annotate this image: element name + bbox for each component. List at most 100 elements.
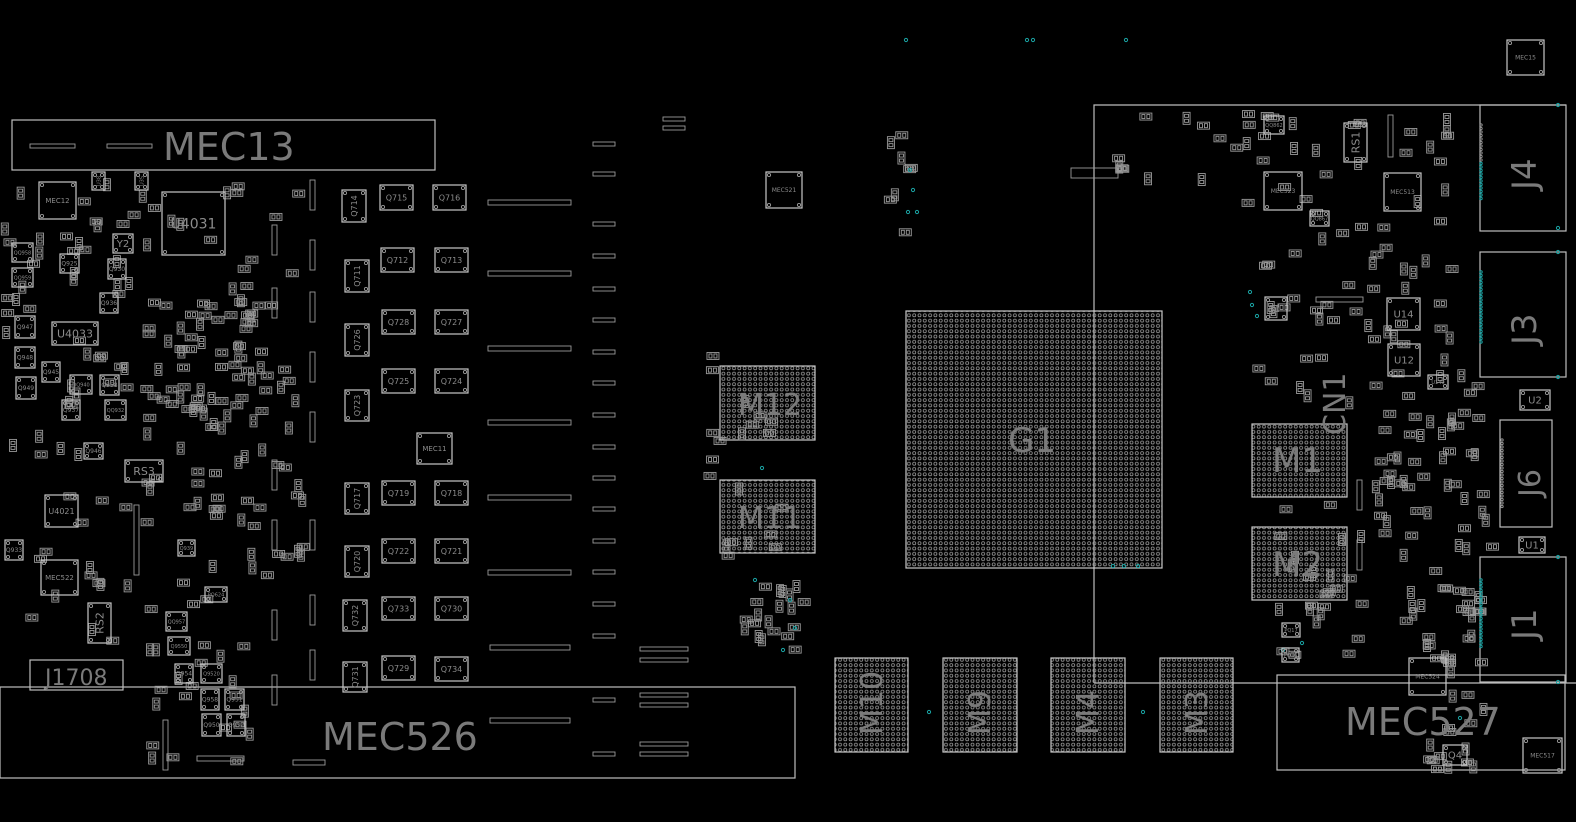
passive-part bbox=[232, 373, 246, 382]
component-rs3[interactable]: RS3 bbox=[124, 459, 164, 483]
connector-part bbox=[1315, 296, 1364, 303]
passive-part bbox=[272, 549, 286, 558]
component-mec12[interactable]: MEC12 bbox=[38, 181, 77, 220]
component-mec11[interactable]: MEC11 bbox=[416, 432, 453, 465]
component-rs2[interactable]: RS2 bbox=[87, 602, 112, 644]
component-q721[interactable]: Q721 bbox=[434, 538, 469, 564]
component-q939[interactable]: Q939 bbox=[177, 539, 196, 557]
component-y1[interactable]: Y1 bbox=[1264, 296, 1288, 321]
component-u35[interactable]: U35 bbox=[134, 171, 149, 191]
component-q730[interactable]: Q730 bbox=[434, 596, 469, 621]
component-qq957[interactable]: QQ957 bbox=[165, 611, 188, 632]
component-mec522[interactable]: MEC522 bbox=[40, 559, 79, 596]
j6-outline bbox=[1499, 419, 1553, 528]
component-q946[interactable]: Q946 bbox=[83, 442, 104, 460]
component-qq932[interactable]: QQ932 bbox=[104, 399, 127, 421]
component-q711[interactable]: Q711 bbox=[344, 259, 370, 293]
component-q930[interactable]: Q930 bbox=[107, 258, 127, 280]
m9-chip[interactable] bbox=[942, 657, 1018, 753]
component-u14[interactable]: U14 bbox=[1386, 297, 1421, 331]
m2-chip[interactable] bbox=[1251, 526, 1348, 601]
component-q715[interactable]: Q715 bbox=[379, 184, 414, 211]
component-q925[interactable]: Q925 bbox=[59, 253, 80, 274]
component-q936[interactable]: Q936 bbox=[99, 292, 119, 314]
component-q958[interactable]: Q958 bbox=[200, 688, 220, 711]
component-q958[interactable]: Q958 bbox=[99, 374, 120, 396]
component-q732[interactable]: Q732 bbox=[342, 599, 368, 632]
component-y2[interactable]: Y2 bbox=[112, 233, 134, 254]
component-q719[interactable]: Q719 bbox=[381, 480, 416, 506]
component-q948[interactable]: Q948 bbox=[14, 346, 36, 369]
component-u4031[interactable]: U4031 bbox=[161, 191, 226, 256]
component-qq940[interactable]: QQ940 bbox=[69, 374, 93, 395]
m12-chip[interactable] bbox=[719, 365, 816, 441]
component-q726[interactable]: Q726 bbox=[344, 323, 370, 357]
g1-chip[interactable] bbox=[905, 310, 1163, 569]
component-q4[interactable]: Q4 bbox=[1442, 744, 1468, 766]
component-mec524[interactable]: MEC524 bbox=[1408, 657, 1447, 696]
component-mec523[interactable]: MEC523 bbox=[1263, 171, 1303, 211]
component-qq867[interactable]: QQ867 bbox=[1309, 210, 1330, 227]
component-qq862[interactable]: QQ862 bbox=[1263, 115, 1285, 135]
m10-chip[interactable] bbox=[834, 657, 909, 753]
component-q718[interactable]: Q718 bbox=[434, 480, 469, 506]
passive-part bbox=[895, 131, 909, 140]
component-q949[interactable]: Q949 bbox=[15, 376, 37, 400]
component-u4021[interactable]: U4021 bbox=[44, 494, 79, 528]
component-u2[interactable]: U2 bbox=[1519, 389, 1551, 411]
component-u38[interactable]: U38 bbox=[91, 171, 106, 191]
component-q731[interactable]: Q731 bbox=[342, 661, 368, 693]
component-q723[interactable]: Q723 bbox=[344, 389, 370, 422]
component-u4033[interactable]: U4033 bbox=[51, 321, 99, 346]
component-u1[interactable]: U1 bbox=[1518, 536, 1546, 554]
component-q945[interactable]: Q945 bbox=[41, 361, 61, 383]
component-u12[interactable]: U12 bbox=[1387, 343, 1421, 377]
component-mec15[interactable]: MEC15 bbox=[1506, 39, 1545, 76]
passive-part bbox=[1275, 602, 1283, 616]
component-u140[interactable]: U140 bbox=[1427, 374, 1449, 390]
component-q716[interactable]: Q716 bbox=[432, 184, 467, 211]
component-q722[interactable]: Q722 bbox=[381, 538, 416, 564]
component-q712[interactable]: Q712 bbox=[380, 247, 415, 273]
component-label: QQ867 bbox=[1311, 216, 1328, 222]
component-pq16[interactable]: PQ16 bbox=[1281, 647, 1300, 663]
component-q950[interactable]: Q950 bbox=[201, 713, 222, 737]
component-q947[interactable]: Q947 bbox=[14, 315, 36, 339]
component-q733[interactable]: Q733 bbox=[381, 596, 416, 621]
component-q724[interactable]: Q724 bbox=[434, 368, 469, 394]
component-mec521[interactable]: MEC521 bbox=[765, 171, 803, 209]
component-q9550[interactable]: Q9550 bbox=[167, 636, 191, 656]
m3-chip[interactable] bbox=[1159, 657, 1234, 753]
component-mec513[interactable]: MEC513 bbox=[1383, 172, 1422, 212]
component-q728[interactable]: Q728 bbox=[381, 309, 416, 335]
component-q714[interactable]: Q714 bbox=[341, 189, 367, 223]
component-q954[interactable]: Q954 bbox=[174, 663, 194, 684]
component-qq959[interactable]: QQ959 bbox=[11, 267, 34, 288]
component-q9520[interactable]: Q9520 bbox=[200, 663, 223, 684]
component-q937[interactable]: Q937 bbox=[61, 399, 81, 421]
component-q734[interactable]: Q734 bbox=[434, 656, 469, 682]
component-q952[interactable]: Q952 bbox=[226, 713, 246, 737]
component-q729[interactable]: Q729 bbox=[381, 655, 416, 681]
component-q727[interactable]: Q727 bbox=[434, 309, 469, 335]
component-mec517[interactable]: MEC517 bbox=[1522, 737, 1563, 774]
component-rs1[interactable]: RS1 bbox=[1343, 122, 1368, 163]
component-label: Q723 bbox=[353, 395, 362, 417]
component-q720[interactable]: Q720 bbox=[344, 545, 370, 578]
passive-part bbox=[1446, 665, 1455, 679]
component-q933[interactable]: Q933 bbox=[4, 539, 24, 561]
m1-chip[interactable] bbox=[1251, 423, 1348, 498]
m4-chip[interactable] bbox=[1050, 657, 1126, 753]
passive-part bbox=[1144, 172, 1153, 186]
component-qq958[interactable]: QQ958 bbox=[11, 242, 34, 263]
component-q725[interactable]: Q725 bbox=[381, 368, 416, 394]
component-pq17[interactable]: PQ17 bbox=[1281, 622, 1301, 638]
component-pq624[interactable]: PQ624 bbox=[204, 586, 228, 603]
passive-part bbox=[1416, 429, 1425, 442]
component-q717[interactable]: Q717 bbox=[344, 482, 370, 515]
component-q713[interactable]: Q713 bbox=[434, 247, 469, 273]
component-label: Q724 bbox=[441, 377, 463, 386]
component-q951[interactable]: Q951 bbox=[224, 688, 245, 711]
passive-part bbox=[1457, 408, 1471, 417]
